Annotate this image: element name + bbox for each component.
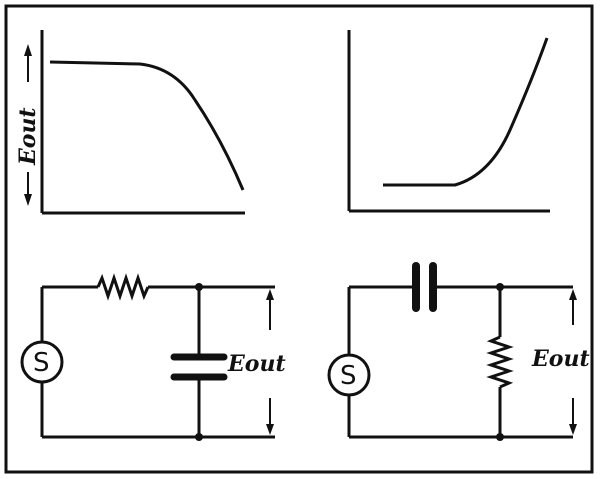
- output-arrow-up-head: [266, 289, 274, 300]
- output-arrow-down-head: [266, 424, 274, 435]
- output-label: Eout: [531, 346, 590, 372]
- down-arrow-head: [24, 194, 32, 206]
- output-label: Eout: [227, 351, 286, 377]
- top-left-graph: Eout: [15, 30, 245, 215]
- y-axis-label: Eout: [15, 107, 41, 166]
- response-curve: [49, 60, 245, 191]
- figure-border: [4, 4, 594, 474]
- series-resistor: [96, 273, 150, 301]
- top-right-graph: [347, 30, 550, 213]
- shunt-resistor: [486, 335, 514, 389]
- output-arrow-down-head: [569, 424, 577, 435]
- left-circuit: S Eout: [20, 273, 286, 441]
- response-curve: [383, 37, 549, 187]
- right-circuit: S Eout: [327, 262, 590, 441]
- up-arrow-head: [24, 44, 32, 56]
- output-arrow-up-head: [569, 289, 577, 300]
- source-label: S: [340, 361, 357, 391]
- source-label: S: [33, 348, 50, 378]
